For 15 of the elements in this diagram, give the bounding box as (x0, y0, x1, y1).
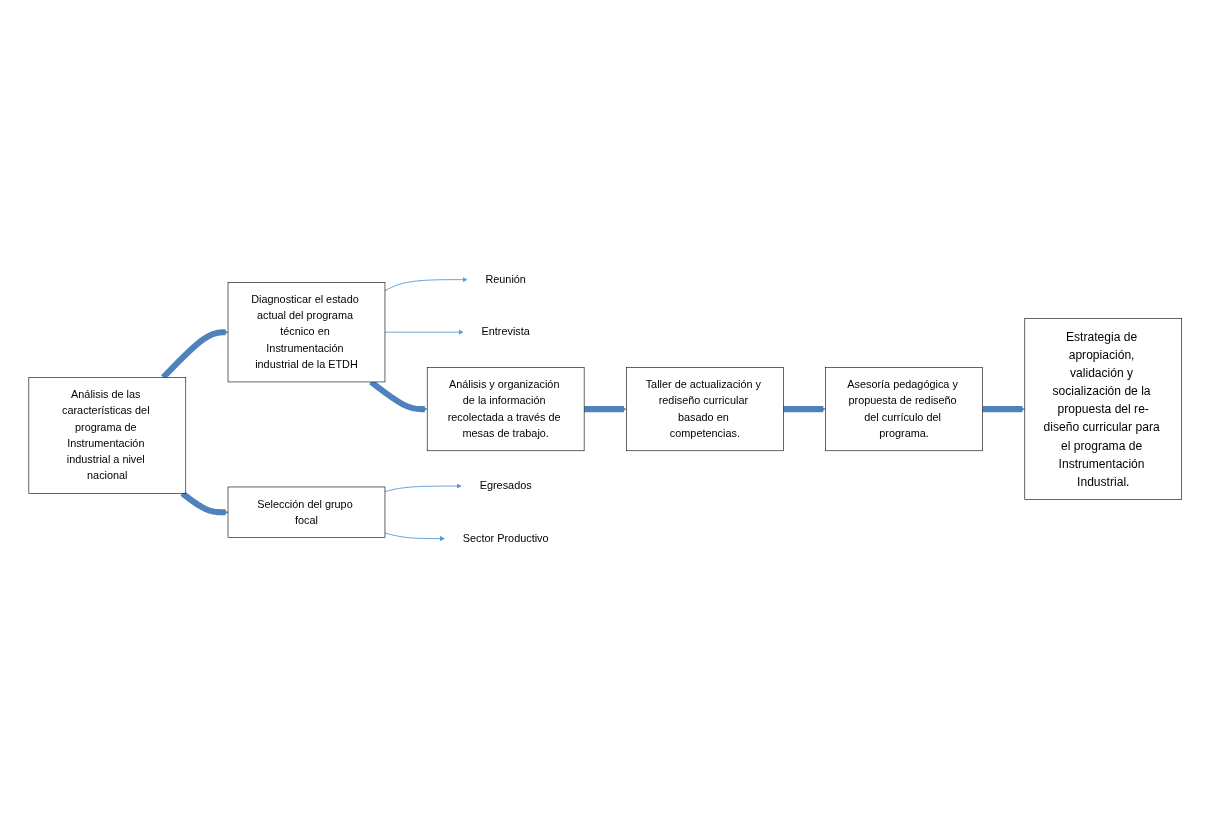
node-text: Reunión (485, 273, 527, 286)
arrow (982, 406, 1026, 413)
arrow (783, 406, 827, 413)
arrow (180, 491, 229, 516)
node-text: Sector Productivo (463, 532, 549, 545)
node-box: Estrategia de apropiación, validación y socialización de la propuesta del re-diseño curricular para el programa de Instrumentación Industrial. (1024, 318, 1183, 501)
node-box: Taller de actualización y rediseño curricular basado en competencias. (626, 367, 784, 452)
node-text: Egresados (479, 480, 532, 493)
node-box: Análisis de las características del programa de Instrumentación industrial a nivel nacional (28, 377, 187, 494)
arrow (584, 406, 627, 413)
node-box: Asesoría pedagógica y propuesta de rediseño del currículo del programa. (825, 367, 984, 452)
node-box: Análisis y organización de la información recolectada a través de mesas de trabajo. (427, 367, 585, 452)
node-box: Diagnosticar el estado actual del programa técnico en Instrumentación industrial de la ETDH (227, 282, 386, 383)
node-box: Selección del grupo focal (227, 487, 386, 539)
node-text: Entrevista (481, 326, 531, 339)
